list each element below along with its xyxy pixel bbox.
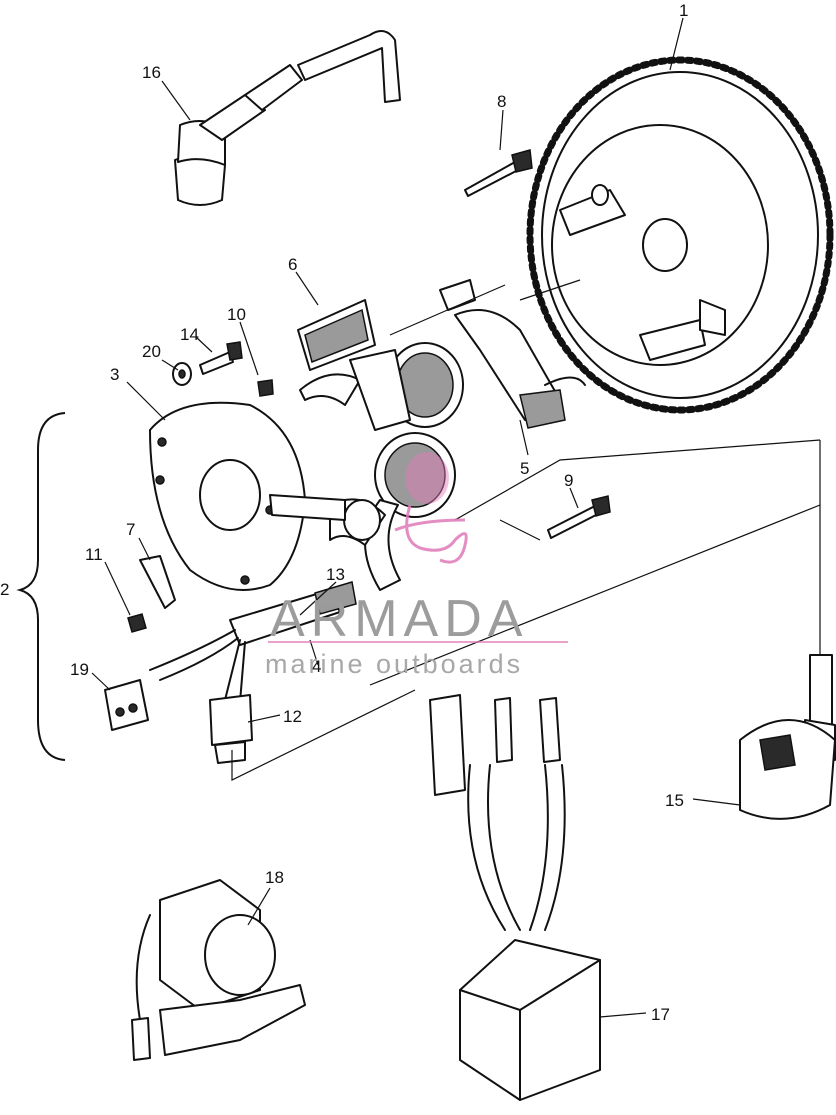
watermark-rule <box>268 641 568 643</box>
assembly-lines <box>231 279 821 781</box>
connector-12 <box>209 694 253 764</box>
stator-plate-3 <box>149 401 346 591</box>
connector-19 <box>104 679 149 731</box>
solenoid-18 <box>131 879 306 1061</box>
callout-15: 15 <box>665 791 684 810</box>
callout-13: 13 <box>326 565 345 584</box>
flywheel <box>526 56 834 414</box>
callout-3: 3 <box>110 365 119 384</box>
callout-17: 17 <box>651 1005 670 1024</box>
callout-8: 8 <box>497 92 506 111</box>
bracket-7 <box>139 555 176 609</box>
cdi-unit-17 <box>429 694 601 1101</box>
callout-5: 5 <box>520 459 529 478</box>
watermark: ARMADA marine outboards <box>265 590 568 679</box>
watermark-tagline: marine outboards <box>265 649 523 679</box>
screw-9 <box>547 495 611 539</box>
callout-11: 11 <box>85 545 103 564</box>
callout-labels: 1 2 3 4 5 6 7 8 9 10 11 12 13 14 15 16 1… <box>0 1 688 1024</box>
ignition-coil-15 <box>739 654 836 820</box>
callout-16: 16 <box>142 63 161 82</box>
callout-18: 18 <box>265 868 284 887</box>
callout-12: 12 <box>283 707 302 726</box>
callout-10: 10 <box>227 305 246 324</box>
callout-14: 14 <box>180 325 199 344</box>
screw-10 <box>257 379 274 397</box>
callout-2: 2 <box>0 580 9 599</box>
watermark-logo <box>394 452 468 564</box>
stator-coils <box>329 342 464 591</box>
screw-11 <box>127 613 147 633</box>
callout-leaders <box>91 17 741 1018</box>
watermark-brand: ARMADA <box>270 590 528 648</box>
callout-20: 20 <box>142 342 161 361</box>
callout-6: 6 <box>288 255 297 274</box>
callout-7: 7 <box>126 520 135 539</box>
assembly-brace-2 <box>16 412 66 761</box>
callout-4: 4 <box>312 657 321 676</box>
callout-1: 1 <box>679 1 688 20</box>
charge-coil-6 <box>297 299 376 406</box>
callout-9: 9 <box>564 471 573 490</box>
screw-14 <box>199 341 243 375</box>
washer-20 <box>172 362 192 386</box>
callout-19: 19 <box>70 660 89 679</box>
screw-8 <box>464 149 533 197</box>
spark-plug-cap <box>174 30 401 206</box>
